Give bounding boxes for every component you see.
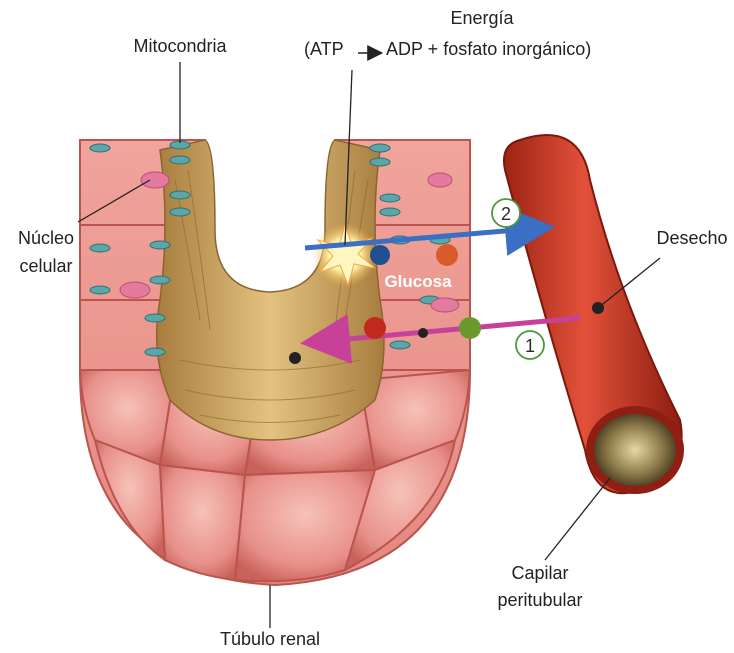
label-energy-title: Energía	[450, 8, 514, 28]
label-waste: Desecho	[656, 228, 727, 248]
peritubular-capillary	[504, 135, 682, 493]
glucose-molecule-blue	[370, 245, 390, 265]
waste-molecule	[418, 328, 428, 338]
label-capillary-line1: Capilar	[511, 563, 568, 583]
step-1-marker: 1	[516, 331, 544, 359]
molecule-green	[459, 317, 481, 339]
label-energy-adp: ADP + fosfato inorgánico)	[386, 39, 591, 59]
step-2-marker: 2	[492, 199, 520, 227]
label-capillary-line2: peritubular	[497, 590, 582, 610]
label-energy-atp: (ATP	[304, 39, 344, 59]
step-2-label: 2	[501, 204, 511, 224]
glucose-molecule-orange	[436, 244, 458, 266]
waste-molecule	[289, 352, 301, 364]
label-renal-tubule: Túbulo renal	[220, 629, 320, 649]
label-nucleus-line2: celular	[19, 256, 72, 276]
molecule-red	[364, 317, 386, 339]
capillary-opening	[590, 410, 680, 490]
step-1-label: 1	[525, 336, 535, 356]
label-nucleus-line1: Núcleo	[18, 228, 74, 248]
leader-capillary	[545, 478, 610, 560]
label-glucose-out: Glucosa	[384, 272, 452, 291]
label-glucose-in: Glucosa	[228, 231, 296, 250]
label-mitochondria: Mitocondria	[133, 36, 227, 56]
renal-tubule	[80, 140, 470, 585]
